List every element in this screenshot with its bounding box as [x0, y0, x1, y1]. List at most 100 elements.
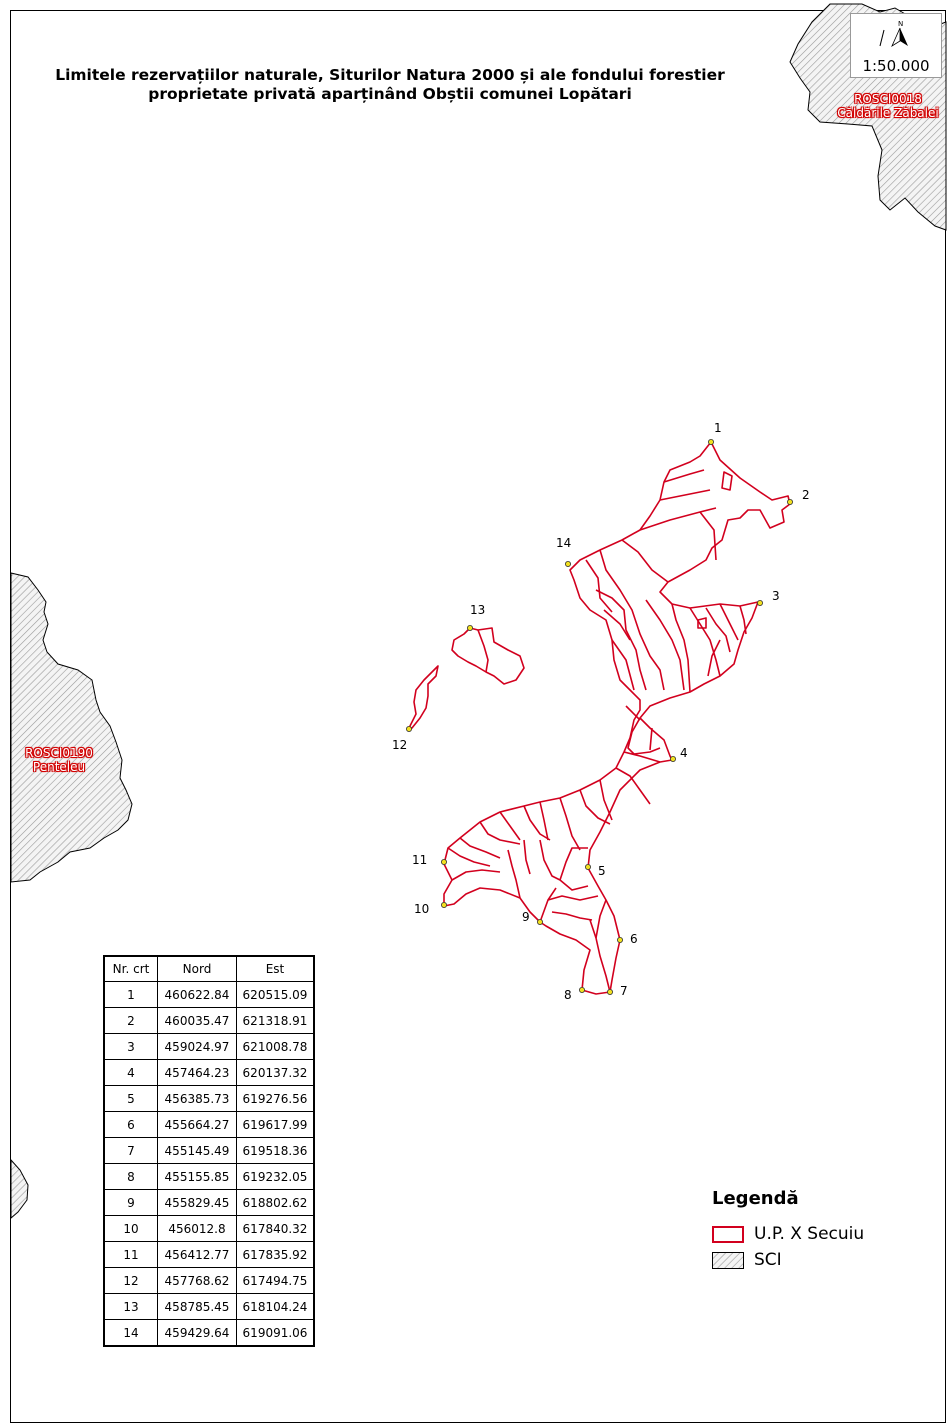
- sci-area-sliver: [10, 1158, 29, 1220]
- table-cell: 620137.32: [236, 1059, 315, 1086]
- table-cell: 619617.99: [236, 1111, 315, 1138]
- table-header: Nr. crt: [103, 955, 158, 982]
- table-cell: 9: [103, 1189, 158, 1216]
- table-cell: 7: [103, 1137, 158, 1164]
- map-title: Limitele rezervațiilor naturale, Situril…: [30, 66, 750, 104]
- sci-code: ROSCI0190: [25, 746, 93, 760]
- north-arrow-icon: N: [879, 20, 908, 48]
- boundary-point-13: [466, 625, 473, 632]
- table-cell: 6: [103, 1111, 158, 1138]
- table-header: Nord: [157, 955, 237, 982]
- point-label-9: 9: [522, 910, 530, 924]
- table-cell: 457464.23: [157, 1059, 237, 1086]
- sci-code: ROSCI0018: [854, 92, 922, 106]
- table-cell: 459429.64: [157, 1319, 237, 1347]
- table-cell: 456012.8: [157, 1215, 237, 1242]
- north-label: N: [898, 20, 903, 28]
- table-cell: 459024.97: [157, 1033, 237, 1060]
- table-cell: 5: [103, 1085, 158, 1112]
- table-cell: 618104.24: [236, 1293, 315, 1320]
- table-cell: 455664.27: [157, 1111, 237, 1138]
- table-cell: 456412.77: [157, 1241, 237, 1268]
- table-cell: 11: [103, 1241, 158, 1268]
- legend-label: SCI: [754, 1250, 782, 1270]
- sci-label-rosci0190: ROSCI0190 Penteleu: [14, 746, 104, 774]
- legend: Legendă U.P. X Secuiu SCI: [712, 1188, 912, 1273]
- point-label-7: 7: [620, 984, 628, 998]
- boundary-point-7: [607, 989, 614, 996]
- boundary-point-14: [565, 561, 572, 568]
- table-cell: 618802.62: [236, 1189, 315, 1216]
- boundary-point-8: [579, 987, 586, 994]
- table-cell: 14: [103, 1319, 158, 1347]
- table-cell: 621318.91: [236, 1007, 315, 1034]
- legend-label: U.P. X Secuiu: [754, 1224, 865, 1244]
- point-label-1: 1: [714, 421, 722, 435]
- map-title-line1: Limitele rezervațiilor naturale, Situril…: [55, 66, 725, 84]
- table-cell: 619518.36: [236, 1137, 315, 1164]
- table-cell: 455145.49: [157, 1137, 237, 1164]
- boundary-point-4: [670, 756, 677, 763]
- table-cell: 4: [103, 1059, 158, 1086]
- forest-parcel-13: [451, 627, 525, 685]
- point-label-14: 14: [556, 536, 572, 550]
- legend-swatch-boundary: [712, 1225, 744, 1243]
- table-cell: 455155.85: [157, 1163, 237, 1190]
- table-cell: 460035.47: [157, 1007, 237, 1034]
- boundary-point-12: [405, 726, 412, 733]
- point-label-4: 4: [680, 746, 688, 760]
- legend-title: Legendă: [712, 1188, 799, 1209]
- boundary-point-5: [585, 864, 592, 871]
- table-cell: 458785.45: [157, 1293, 237, 1320]
- point-label-11: 11: [412, 853, 428, 867]
- table-cell: 2: [103, 1007, 158, 1034]
- forest-boundary: [443, 441, 791, 995]
- scale-box: [850, 13, 942, 78]
- forest-parcel-12: [407, 665, 439, 731]
- table-cell: 10: [103, 1215, 158, 1242]
- table-cell: 3: [103, 1033, 158, 1060]
- table-cell: 1: [103, 981, 158, 1008]
- table-cell: 617835.92: [236, 1241, 315, 1268]
- table-cell: 457768.62: [157, 1267, 237, 1294]
- table-cell: 456385.73: [157, 1085, 237, 1112]
- table-cell: 619091.06: [236, 1319, 315, 1347]
- table-cell: 617840.32: [236, 1215, 315, 1242]
- table-cell: 12: [103, 1267, 158, 1294]
- legend-item-boundary: U.P. X Secuiu: [712, 1221, 912, 1247]
- table-cell: 13: [103, 1293, 158, 1320]
- sci-area-rosci0190: [10, 572, 133, 883]
- table-header: Est: [236, 955, 315, 982]
- boundary-point-1: [708, 438, 715, 445]
- legend-swatch-sci: [712, 1251, 744, 1269]
- table-cell: 460622.84: [157, 981, 237, 1008]
- point-label-8: 8: [564, 988, 572, 1002]
- sci-name: Căldările Zăbalei: [837, 106, 939, 120]
- table-cell: 619232.05: [236, 1163, 315, 1190]
- point-label-10: 10: [414, 902, 430, 916]
- point-label-2: 2: [802, 488, 810, 502]
- point-label-12: 12: [392, 738, 408, 752]
- boundary-point-3: [757, 600, 764, 607]
- legend-item-sci: SCI: [712, 1247, 912, 1273]
- table-cell: 621008.78: [236, 1033, 315, 1060]
- point-label-13: 13: [470, 603, 486, 617]
- boundary-point-2: [787, 498, 794, 505]
- table-header-row: Nr. crt Nord Est: [103, 955, 315, 982]
- point-label-3: 3: [772, 589, 780, 603]
- table-cell: 617494.75: [236, 1267, 315, 1294]
- table-cell: 620515.09: [236, 981, 315, 1008]
